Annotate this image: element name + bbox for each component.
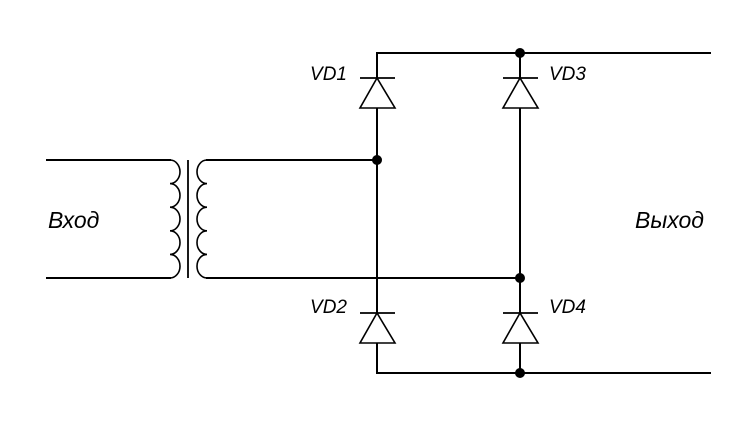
transformer-primary-winding: [169, 159, 181, 279]
junction-node-bottom-right: [515, 368, 525, 378]
diode-vd1: [358, 76, 397, 109]
diode-vd4: [501, 311, 540, 344]
junction-node-right-mid: [515, 273, 525, 283]
junction-node-left-mid: [372, 155, 382, 165]
diode-label-vd3: VD3: [549, 64, 586, 85]
transformer-secondary-winding: [196, 159, 208, 279]
diode-vd2: [358, 311, 397, 344]
diode-label-vd1: VD1: [310, 64, 347, 85]
input-label: Вход: [48, 207, 99, 233]
junction-node-top-right: [515, 48, 525, 58]
diode-label-vd4: VD4: [549, 297, 586, 318]
diode-vd3: [501, 76, 540, 109]
diode-label-vd2: VD2: [310, 297, 347, 318]
output-label: Выход: [635, 207, 704, 233]
